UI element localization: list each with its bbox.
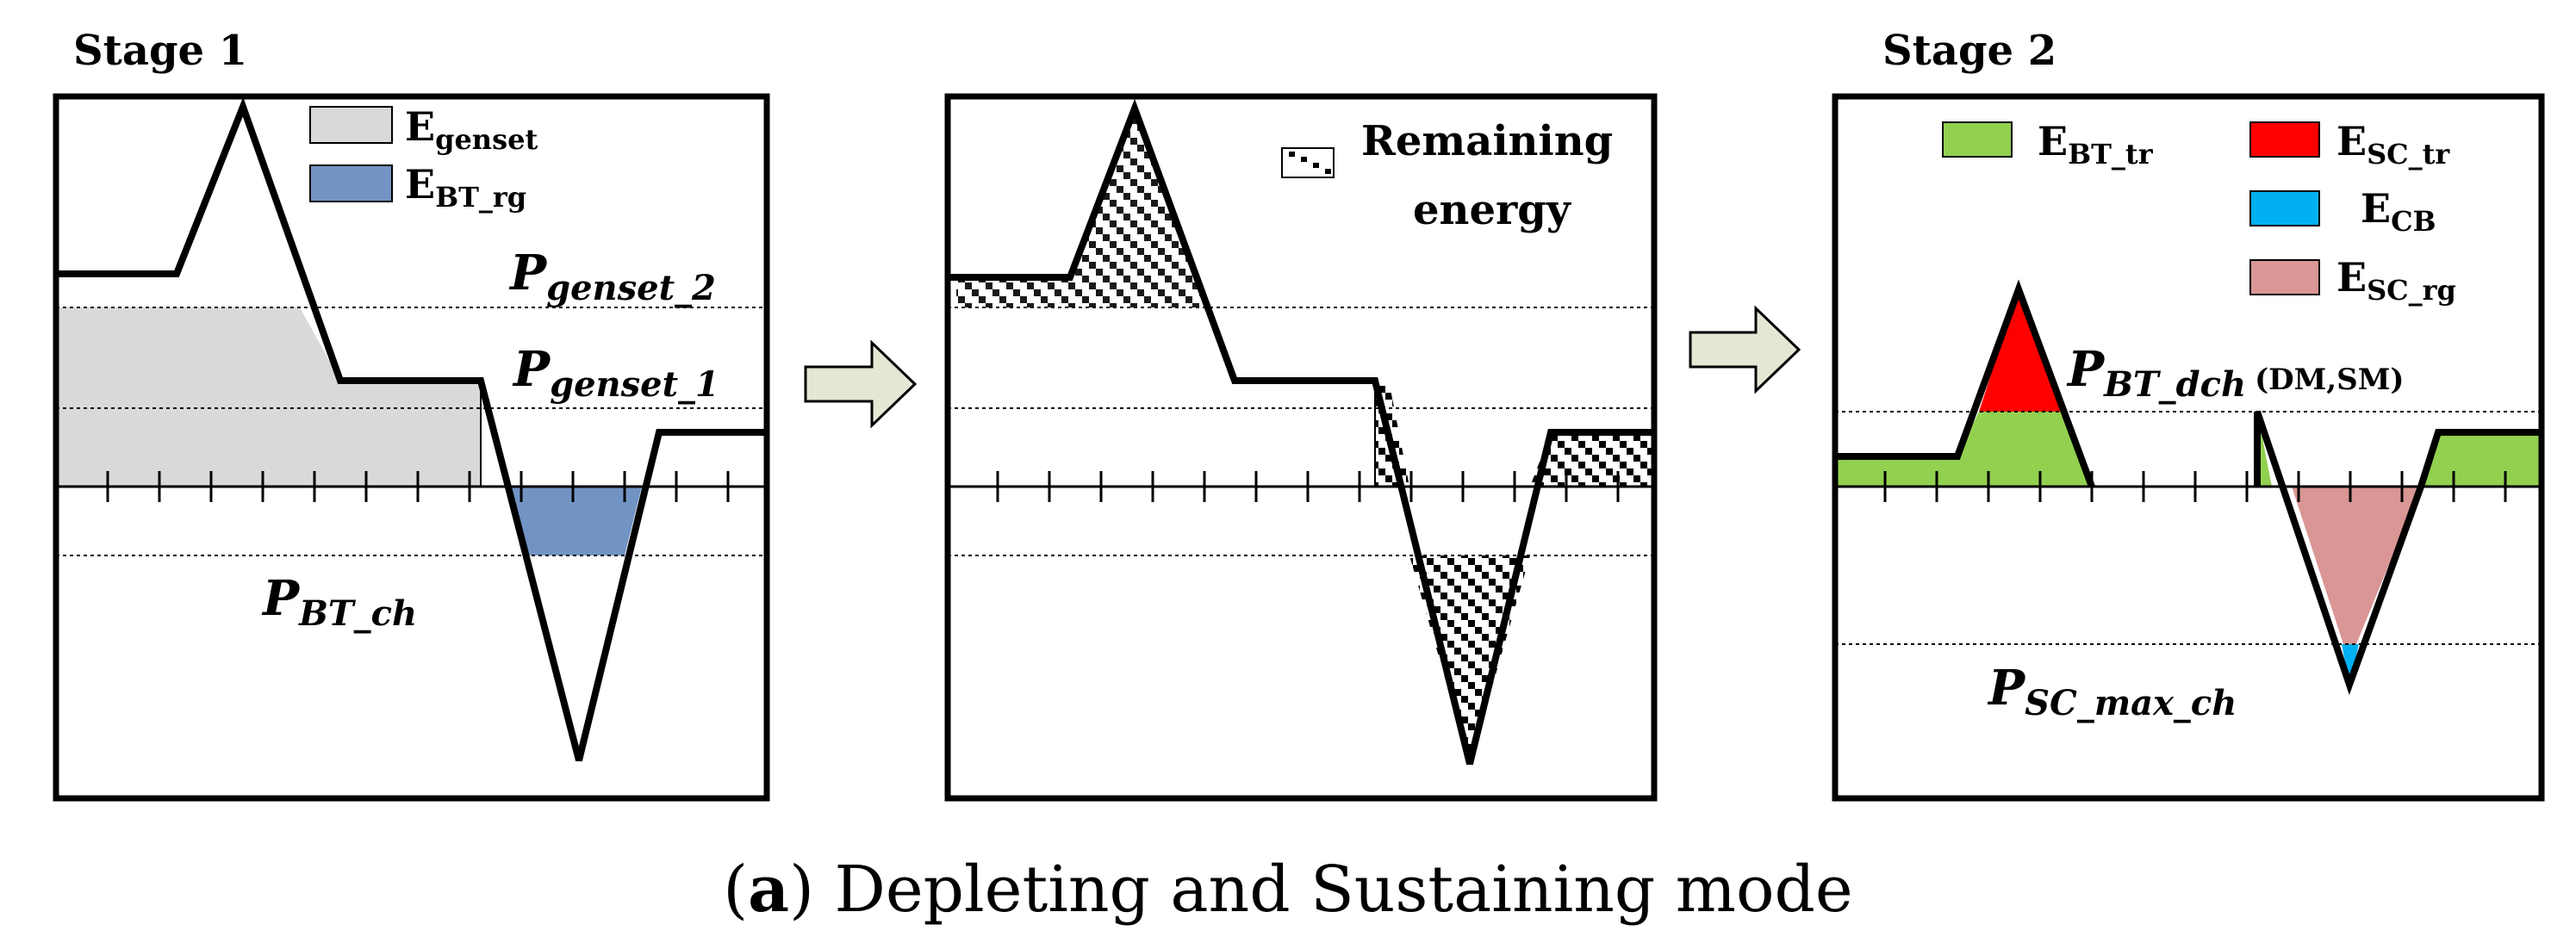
label-p-bt-ch: PBT_ch [261, 570, 417, 634]
legend-swatch-sc-rg [2249, 259, 2320, 295]
legend-label-sc-tr: ESC_tr [2336, 118, 2450, 171]
sc-regen-energy-area [2292, 487, 2421, 644]
legend-label-remaining: Remaining [1361, 117, 1613, 165]
bt-regen-energy-area [508, 487, 642, 555]
bt-traction-energy-area-3 [2421, 432, 2542, 487]
legend-swatch-bt-rg [309, 164, 393, 202]
flow-arrow-2 [1689, 305, 1801, 394]
legend-swatch-genset [309, 106, 393, 144]
panel-title-stage-2: Stage 2 [1882, 27, 2056, 75]
figure-caption: (a) Depleting and Sustaining mode [723, 853, 1852, 927]
remaining-energy-tail-area [1530, 432, 1654, 487]
legend-swatch-hatch [1289, 152, 1331, 174]
panel-frame-stage-1 [53, 93, 770, 802]
time-ticks [1883, 471, 2507, 502]
panel-title-stage-1: Stage 1 [73, 27, 247, 75]
legend-swatch-cb [2249, 190, 2320, 226]
legend-label-bt-rg: EBT_rg [405, 161, 526, 214]
label-p-bt-dch: PBT_dch(DM,SM) [2066, 341, 2404, 405]
time-ticks [996, 471, 1620, 502]
cb-energy-area [2342, 644, 2359, 685]
legend-label-genset: Egenset [405, 103, 538, 156]
power-profile-line [948, 98, 1654, 765]
power-profile-line [56, 96, 767, 762]
power-profile-line-3 [2417, 429, 2542, 488]
legend-label-energy: energy [1413, 186, 1572, 234]
panel-frame-remaining-energy [944, 93, 1658, 802]
panel-frame-stage-2 [1832, 93, 2545, 802]
remaining-energy-peak-area [956, 109, 1206, 307]
label-p-sc-max-ch: PSC_max_ch [1987, 660, 2237, 723]
label-p-genset-1: Pgenset_1 [512, 341, 719, 405]
time-ticks [106, 471, 730, 502]
legend-swatch-bt-tr [1942, 121, 2013, 158]
power-profile-line-2 [2254, 410, 2424, 696]
legend-label-bt-tr: EBT_tr [2038, 118, 2154, 171]
legend-label-sc-rg: ESC_rg [2336, 254, 2456, 307]
legend-swatch-sc-tr [2249, 121, 2320, 158]
sc-traction-energy-area [1979, 289, 2066, 412]
legend-label-cb: ECB [2361, 185, 2436, 238]
panel-remaining-energy: Remaining energy [944, 93, 1658, 802]
flow-arrow-1 [804, 339, 918, 429]
panel-stage-2: Stage 2 EBT_tr ESC [1832, 27, 2545, 802]
remaining-energy-valley-area [1409, 555, 1530, 764]
panel-stage-1: Stage 1 Egenset EBT_rg Pgenset_2 P [53, 27, 770, 802]
label-p-genset-2: Pgenset_2 [508, 245, 716, 308]
power-profile-line-1 [1835, 279, 2095, 488]
genset-energy-area [56, 307, 481, 487]
